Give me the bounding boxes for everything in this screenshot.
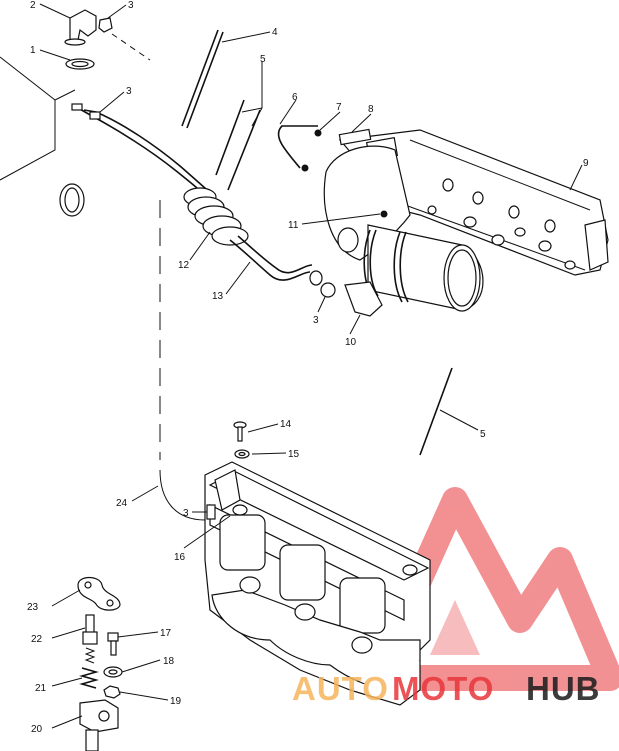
callout-3: 3	[126, 86, 132, 97]
flat-washer	[103, 666, 123, 678]
callout-21: 21	[35, 683, 47, 694]
sensor-housing	[79, 699, 119, 751]
spring	[79, 667, 99, 689]
callout-19: 19	[170, 696, 182, 707]
elbow-fitting	[64, 9, 97, 46]
callout-11: 11	[288, 220, 299, 231]
callout-24: 24	[116, 498, 128, 509]
dashed-guides	[159, 200, 206, 521]
callout-1: 1	[30, 45, 36, 56]
seal-ring	[65, 58, 95, 70]
engine-block	[204, 461, 431, 706]
washer	[234, 449, 250, 459]
bellows-boot	[183, 187, 249, 246]
callout-15: 15	[288, 449, 300, 460]
water-hose	[229, 235, 323, 286]
small-tube	[277, 125, 322, 172]
watermark-text-auto: AUTO	[292, 670, 389, 707]
callout-13: 13	[212, 291, 224, 302]
callout-2: 2	[30, 0, 36, 11]
oil-tank	[0, 56, 76, 181]
stud-bolts	[215, 99, 453, 456]
watermark-logo-mark	[362, 487, 619, 691]
callout-4: 4	[272, 27, 278, 38]
callout-3: 3	[313, 315, 319, 326]
watermark-text-hub: HUB	[526, 670, 601, 707]
callout-3: 3	[183, 508, 189, 519]
leader-lines	[39, 3, 583, 729]
callout-18: 18	[163, 656, 175, 667]
watermark-text-moto: MOTO	[392, 670, 494, 707]
gasket	[77, 576, 121, 611]
callout-22: 22	[31, 634, 43, 645]
callout-16: 16	[174, 552, 186, 563]
callout-9: 9	[583, 158, 589, 169]
callout-23: 23	[27, 602, 39, 613]
callout-labels: 2 3 1 3 4 5 6 7 8 9 11 12 13 3 10 5 14 1…	[27, 0, 589, 735]
callout-5: 5	[260, 54, 266, 65]
callout-17: 17	[160, 628, 172, 639]
callout-14: 14	[280, 419, 292, 430]
sensor	[82, 614, 98, 664]
watermark-wordmark: AUTO MOTO HUB	[292, 670, 601, 707]
callout-3: 3	[128, 0, 134, 11]
hex-nut	[103, 685, 121, 699]
callout-10: 10	[345, 337, 357, 348]
callout-12: 12	[178, 260, 190, 271]
exhaust-pipe	[320, 145, 484, 317]
head-fitting	[206, 504, 216, 520]
oil-hose	[71, 103, 217, 201]
callout-5: 5	[480, 429, 486, 440]
long-rod	[181, 29, 224, 129]
sleeve-ring	[59, 183, 85, 217]
bolt	[233, 421, 247, 442]
callout-20: 20	[31, 724, 43, 735]
callout-6: 6	[292, 92, 298, 103]
callout-7: 7	[336, 102, 342, 113]
screw	[107, 632, 119, 656]
small-cap	[98, 17, 113, 33]
callout-8: 8	[368, 104, 374, 115]
